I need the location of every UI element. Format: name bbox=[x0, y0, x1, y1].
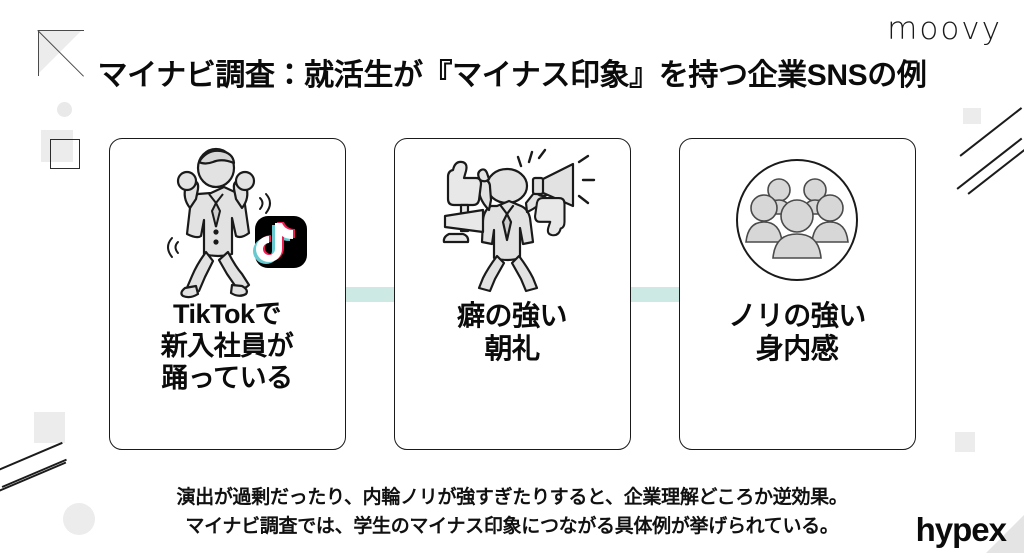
card-strong-morning-assembly[interactable]: 癖の強い 朝礼 bbox=[393, 138, 631, 450]
connector-bar-2 bbox=[626, 138, 683, 450]
caption-line-2: マイナビ調査では、学生のマイナス印象につながる具体例が挙げられている。 bbox=[185, 515, 839, 537]
card-label-line: 癖の強い bbox=[456, 300, 568, 331]
decor-square-filled-upper-right bbox=[963, 108, 981, 124]
page-title: マイナビ調査：就活生が『マイナス印象』を持つ企業SNSの例 bbox=[97, 59, 927, 92]
connector-bar-1 bbox=[341, 138, 398, 450]
card-tiktok-dancing[interactable]: TikTokで 新入社員が 踊っている bbox=[108, 138, 346, 450]
card-label-line: TikTokで bbox=[172, 299, 282, 329]
footer-caption: 演出が過剰だったり、内輪ノリが強すぎたりすると、企業理解どころか逆効果。 マイナ… bbox=[0, 484, 1024, 541]
card-label-line: 朝礼 bbox=[484, 333, 540, 365]
card-label: 癖の強い 朝礼 bbox=[451, 299, 573, 365]
card-label-line: 新入社員が bbox=[160, 330, 294, 361]
card-label: ノリの強い 身内感 bbox=[722, 299, 872, 365]
card-label-line: 身内感 bbox=[755, 333, 839, 365]
megaphone-shouting-person-icon bbox=[395, 139, 630, 299]
hypex-logo: hypex bbox=[915, 511, 1007, 548]
caption-line-1: 演出が過剰だったり、内輪ノリが強すぎたりすると、企業理解どころか逆効果。 bbox=[176, 487, 848, 508]
decor-triangle-bottom-right bbox=[986, 515, 1024, 553]
card-label-line: ノリの強い bbox=[728, 300, 866, 331]
group-of-people-circle-icon bbox=[680, 139, 915, 299]
card-insider-vibe[interactable]: ノリの強い 身内感 bbox=[678, 138, 916, 450]
dancing-businessman-tiktok-icon bbox=[110, 139, 345, 299]
moovy-logo: moovy bbox=[887, 11, 1002, 47]
card-row: TikTokで 新入社員が 踊っている bbox=[0, 138, 1024, 450]
card-label-line: 踊っている bbox=[161, 362, 293, 393]
card-label: TikTokで 新入社員が 踊っている bbox=[155, 299, 300, 395]
decor-circle-upper-left bbox=[57, 102, 72, 117]
